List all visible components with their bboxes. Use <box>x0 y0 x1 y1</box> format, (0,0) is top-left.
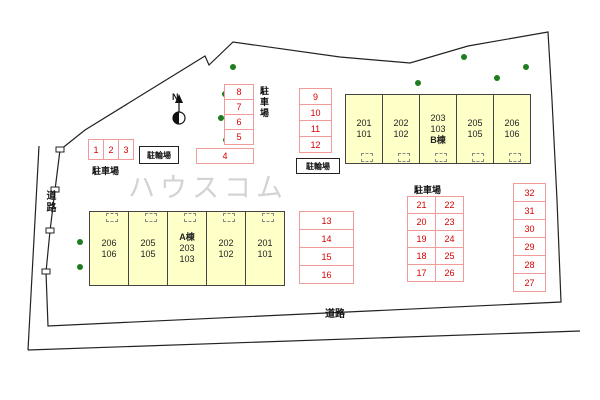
boundary-markers <box>41 146 65 275</box>
unit-number: 205 <box>467 118 483 128</box>
parking-left-label: 駐車場 <box>92 166 120 176</box>
parking-space-3: 3 <box>118 139 134 160</box>
building-b: 201 101 202 102 203 103 B棟 205 105 206 1… <box>345 94 531 164</box>
unit-number: 103 <box>430 123 446 134</box>
unit-b-202: 202 102 <box>382 94 420 164</box>
parking-space-7: 7 <box>224 99 254 115</box>
entrance-mark <box>184 213 196 222</box>
entrance-mark <box>223 213 235 222</box>
unit-number: 206 <box>101 237 117 248</box>
unit-number: 201 <box>356 118 372 128</box>
unit-number: 106 <box>101 248 117 259</box>
unit-number: 205 <box>140 237 156 248</box>
road-label-left: 道路 <box>44 190 55 214</box>
unit-number: 203 <box>430 112 446 123</box>
parking-space-12: 12 <box>299 136 332 153</box>
road-label-bottom: 道路 <box>325 309 345 320</box>
parking-space-21: 21 <box>407 196 436 214</box>
unit-number: 102 <box>393 129 409 139</box>
parking-space-20: 20 <box>407 213 436 231</box>
unit-b-201: 201 101 <box>345 94 383 164</box>
unit-number: 202 <box>393 118 409 128</box>
unit-a-201: 201 101 <box>245 211 285 286</box>
parking-space-16: 16 <box>299 265 354 284</box>
parking-space-8: 8 <box>224 84 254 100</box>
parking-space-13: 13 <box>299 211 354 230</box>
parking-space-14: 14 <box>299 229 354 248</box>
unit-number: 203 <box>179 243 195 253</box>
building-b-name: B棟 <box>430 134 446 145</box>
parking-col-13-16: 13 14 15 16 <box>299 211 354 284</box>
entrance-mark <box>106 213 118 222</box>
north-arrow-icon <box>172 94 186 125</box>
unit-a-202: 202 102 <box>206 211 246 286</box>
entrance-mark <box>435 153 447 162</box>
unit-number: 206 <box>504 118 520 128</box>
parking-space-19: 19 <box>407 230 436 248</box>
north-label: N <box>172 92 179 102</box>
bike-parking-mid: 駐輪場 <box>296 158 340 174</box>
parking-space-32: 32 <box>513 183 546 202</box>
building-a: 206 106 205 105 A棟 203 103 202 102 201 1… <box>89 211 285 286</box>
road-edges <box>27 145 581 351</box>
parking-space-23: 23 <box>435 213 464 231</box>
parking-col-8-5: 8 7 6 5 <box>224 84 254 145</box>
parking-space-22: 22 <box>435 196 464 214</box>
parking-space-18: 18 <box>407 247 436 265</box>
parking-space-27: 27 <box>513 273 546 292</box>
parking-space-17: 17 <box>407 264 436 282</box>
unit-b-205: 205 105 <box>456 94 494 164</box>
parking-space-10: 10 <box>299 104 332 121</box>
unit-b-206: 206 106 <box>493 94 531 164</box>
building-a-name: A棟 <box>179 232 195 242</box>
parking-space-9: 9 <box>299 88 332 105</box>
parking-row-1-3: 1 2 3 <box>88 139 134 160</box>
parking-space-26: 26 <box>435 264 464 282</box>
unit-b-203: 203 103 B棟 <box>419 94 457 164</box>
parking-grid-col2: 22 23 24 25 26 <box>435 196 464 282</box>
parking-space-11: 11 <box>299 120 332 137</box>
parking-space-28: 28 <box>513 255 546 274</box>
unit-number: 101 <box>356 129 372 139</box>
parking-space-30: 30 <box>513 219 546 238</box>
unit-number: 201 <box>257 237 273 248</box>
entrance-mark <box>361 153 373 162</box>
entrance-mark <box>472 153 484 162</box>
parking-space-31: 31 <box>513 201 546 220</box>
unit-number: 101 <box>257 248 273 259</box>
parking-space-6: 6 <box>224 114 254 130</box>
unit-number: 106 <box>504 129 520 139</box>
unit-a-203: A棟 203 103 <box>167 211 207 286</box>
entrance-mark <box>145 213 157 222</box>
unit-number: 202 <box>218 237 234 248</box>
entrance-mark <box>398 153 410 162</box>
unit-number: 105 <box>467 129 483 139</box>
parking-top-label: 駐車場 <box>259 86 269 119</box>
parking-space-4: 4 <box>196 148 254 164</box>
unit-a-205: 205 105 <box>128 211 168 286</box>
parking-space-15: 15 <box>299 247 354 266</box>
parking-col-9-12: 9 10 11 12 <box>299 88 332 153</box>
entrance-mark <box>509 153 521 162</box>
unit-a-206: 206 106 <box>89 211 129 286</box>
parking-space-2: 2 <box>103 139 119 160</box>
parking-space-1: 1 <box>88 139 104 160</box>
parking-col-32-27: 32 31 30 29 28 27 <box>513 183 546 292</box>
parking-space-29: 29 <box>513 237 546 256</box>
parking-space-24: 24 <box>435 230 464 248</box>
parking-grid-17-26: 21 20 19 18 17 22 23 24 25 26 <box>407 196 464 282</box>
parking-space-5: 5 <box>224 129 254 145</box>
bike-parking-left: 駐輪場 <box>139 146 179 164</box>
unit-number: 103 <box>179 254 195 264</box>
entrance-mark <box>262 213 274 222</box>
property-boundary <box>45 31 562 327</box>
unit-number: 105 <box>140 248 156 259</box>
parking-space-25: 25 <box>435 247 464 265</box>
parking-grid-col1: 21 20 19 18 17 <box>407 196 436 282</box>
unit-number: 102 <box>218 248 234 259</box>
parking-right-label: 駐車場 <box>414 185 442 195</box>
